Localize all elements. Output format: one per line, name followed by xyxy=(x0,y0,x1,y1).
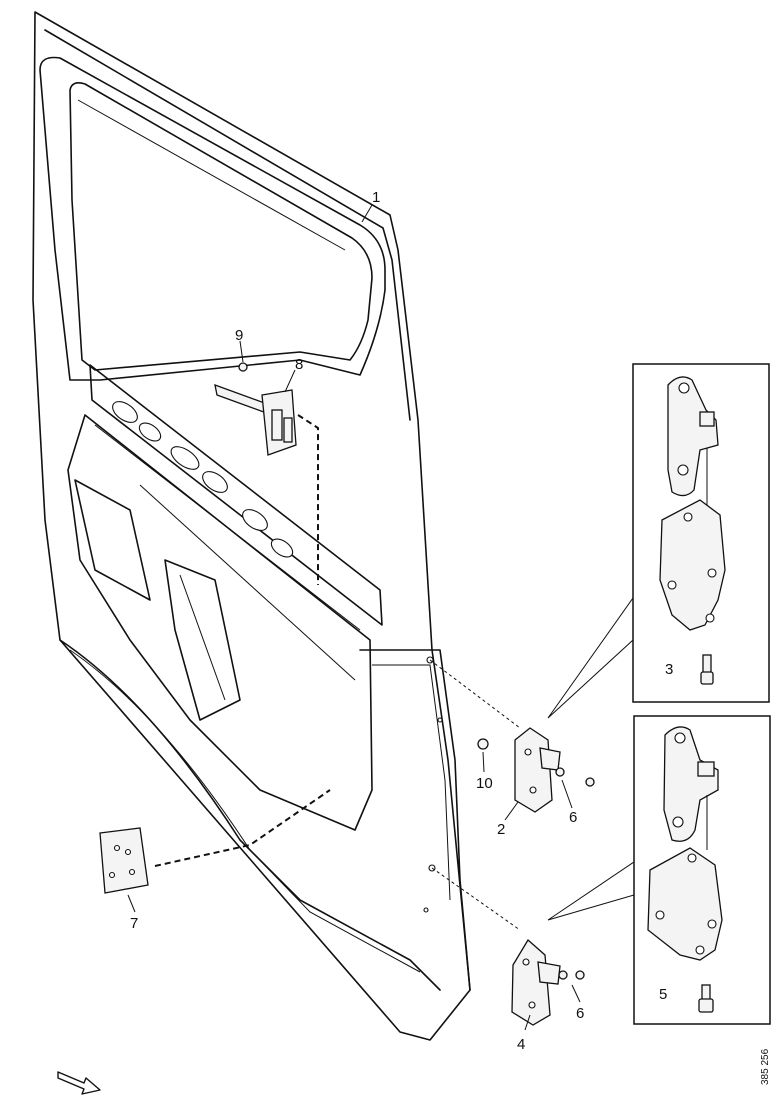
part-7-plate xyxy=(99,827,149,894)
part-10-nut xyxy=(477,738,489,750)
callout-3: 3 xyxy=(665,661,673,678)
callout-2: 2 xyxy=(497,821,505,838)
part-5-bolt xyxy=(698,984,714,1013)
callout-6-lower: 6 xyxy=(576,1005,584,1022)
door-panel xyxy=(32,11,471,1041)
callout-10: 10 xyxy=(476,775,493,792)
callout-7: 7 xyxy=(130,915,138,932)
detail-inset-lower-hinge xyxy=(547,715,771,1025)
callout-9: 9 xyxy=(235,327,243,344)
callout-1: 1 xyxy=(372,189,380,206)
callout-8: 8 xyxy=(295,356,303,373)
part-6-screw-lower xyxy=(558,970,585,980)
detail-inset-upper-hinge xyxy=(547,363,770,719)
callout-4: 4 xyxy=(517,1036,525,1053)
part-8-mechanism-bracket xyxy=(214,383,297,456)
part-9-screw xyxy=(238,362,248,372)
part-6-screw-upper xyxy=(555,767,595,787)
callout-6-upper: 6 xyxy=(569,809,577,826)
front-direction-arrow-icon xyxy=(57,1071,101,1095)
part-3-bolt xyxy=(700,654,714,685)
part-2-upper-hinge xyxy=(514,727,561,813)
reference-code: 385 256 xyxy=(760,1048,771,1085)
part-4-lower-hinge xyxy=(511,938,561,1026)
callout-5: 5 xyxy=(659,986,667,1003)
